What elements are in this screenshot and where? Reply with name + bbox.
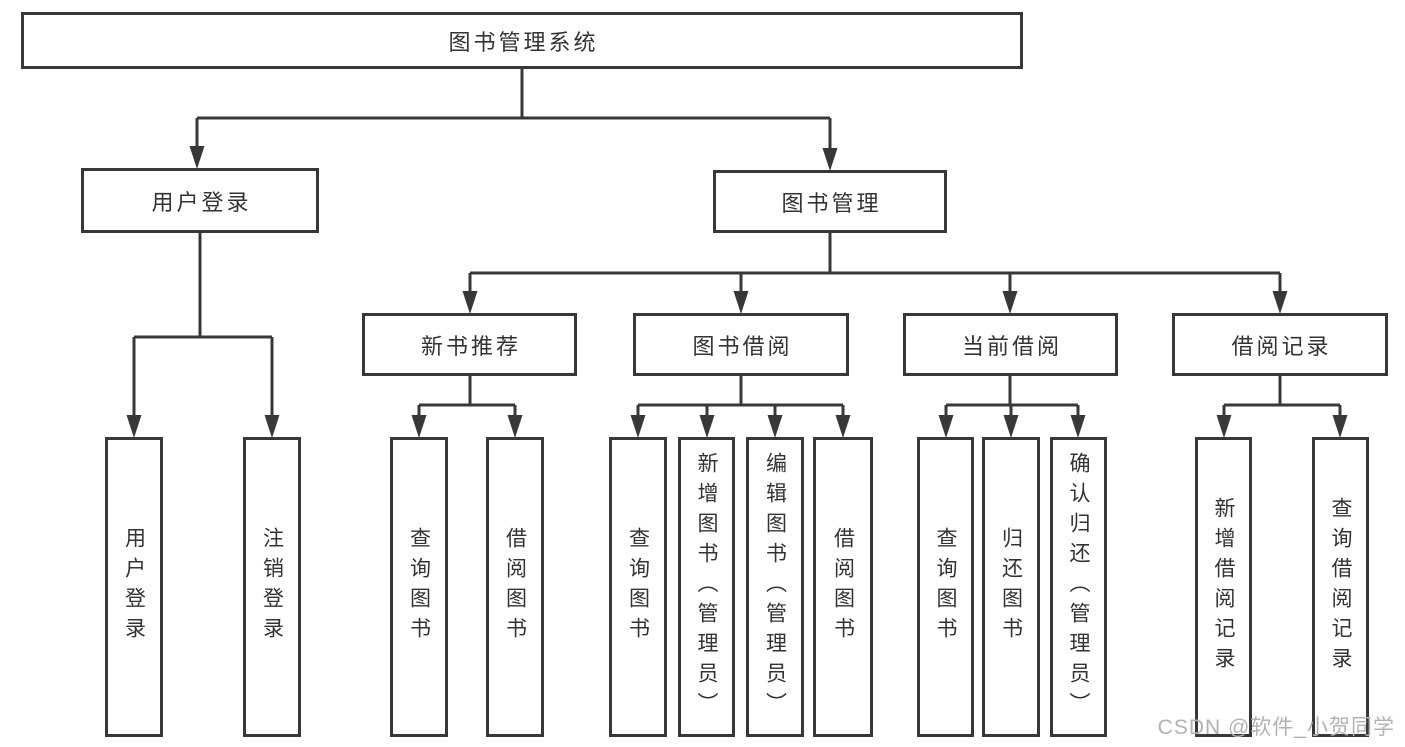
node-label: 借阅记录 [1231, 333, 1332, 359]
csdn-watermark: CSDN @软件_小贺同学 [1157, 716, 1395, 739]
leaf-logout: 注销登录 [243, 437, 301, 737]
node-borrow-records: 借阅记录 [1172, 313, 1388, 376]
node-label: 编辑图书（管理员） [763, 452, 787, 722]
node-label: 图书管理系统 [448, 29, 599, 55]
node-label: 新书推荐 [420, 333, 521, 359]
node-label: 新增图书（管理员） [695, 452, 718, 722]
leaf-query-books-recommend: 查询图书 [390, 437, 448, 737]
node-label: 借阅图书 [503, 527, 527, 647]
leaf-confirm-return-admin: 确认归还（管理员） [1050, 437, 1107, 737]
node-label: 当前借阅 [961, 333, 1062, 359]
leaf-query-books-current: 查询图书 [917, 437, 974, 737]
node-label: 确认归还（管理员） [1067, 452, 1090, 722]
node-label: 用户登录 [151, 189, 252, 215]
node-label: 查询借阅记录 [1329, 497, 1352, 677]
leaf-query-borrow-record: 查询借阅记录 [1312, 437, 1369, 737]
node-label: 归还图书 [999, 527, 1023, 647]
leaf-add-books-admin: 新增图书（管理员） [678, 437, 735, 737]
leaf-borrow-books-recommend: 借阅图书 [486, 437, 544, 737]
node-user-login: 用户登录 [81, 168, 319, 233]
arrowheads [126, 146, 1348, 438]
node-label: 查询图书 [407, 527, 431, 647]
node-library-management-system: 图书管理系统 [21, 12, 1023, 69]
leaf-user-login: 用户登录 [105, 437, 163, 737]
leaf-add-borrow-record: 新增借阅记录 [1195, 437, 1252, 737]
leaf-borrow-books: 借阅图书 [813, 437, 873, 737]
node-book-management: 图书管理 [713, 170, 947, 233]
node-new-book-recommendation: 新书推荐 [362, 313, 577, 376]
node-label: 新增借阅记录 [1212, 497, 1235, 677]
leaf-return-books: 归还图书 [982, 437, 1040, 737]
node-label: 借阅图书 [831, 527, 855, 647]
node-label: 查询图书 [934, 527, 957, 647]
node-book-borrowing: 图书借阅 [633, 313, 849, 376]
node-current-borrowing: 当前借阅 [903, 313, 1118, 376]
node-label: 图书管理 [781, 190, 882, 216]
node-label: 注销登录 [260, 527, 284, 647]
leaf-edit-books-admin: 编辑图书（管理员） [746, 437, 804, 737]
node-label: 用户登录 [122, 527, 146, 647]
leaf-query-books-borrowing: 查询图书 [609, 437, 667, 737]
node-label: 查询图书 [626, 527, 650, 647]
node-label: 图书借阅 [692, 333, 793, 359]
